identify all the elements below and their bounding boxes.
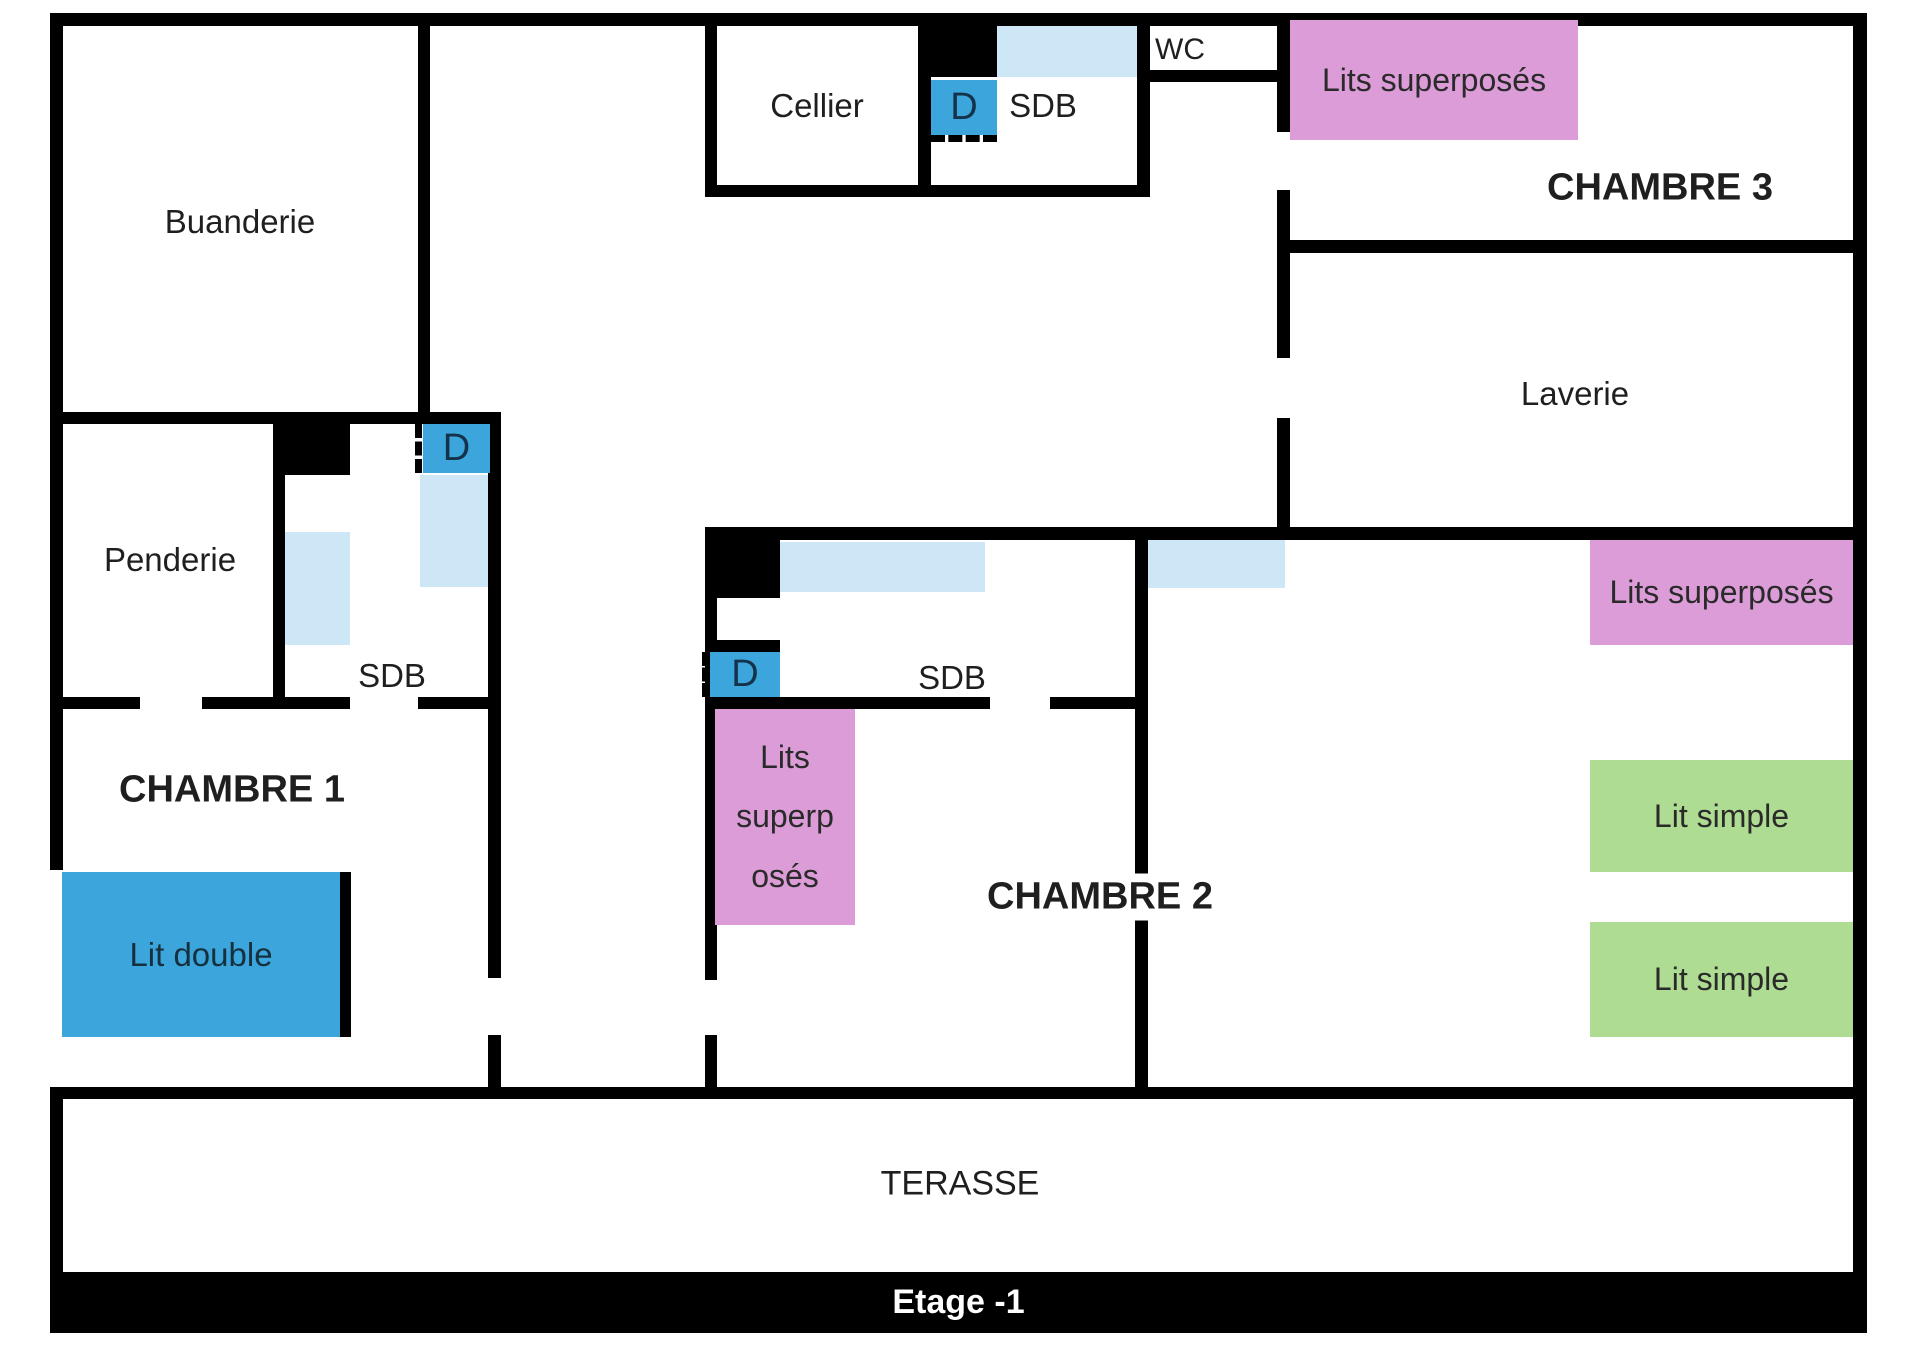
room-label-chambre3: CHAMBRE 3 (1547, 167, 1773, 210)
wall-buanderie-right (418, 26, 430, 412)
wall-outer-right (1853, 13, 1867, 1272)
window-strip-chambre2 (1148, 540, 1285, 588)
wall-laverie-bottom (705, 527, 1853, 540)
pillar-sdb-center (705, 540, 780, 598)
room-label-chambre2-text: CHAMBRE 2 (987, 875, 1213, 918)
door-d1-label: D (442, 427, 471, 469)
room-label-wc-text: WC (1155, 33, 1205, 66)
wall-d3-stub (712, 640, 780, 652)
room-label-sdb-top: SDB (1009, 87, 1077, 125)
room-label-chambre3-text: CHAMBRE 3 (1547, 166, 1773, 209)
wall-wc-bottom (1150, 70, 1277, 82)
bunk-bed-chambre2-label: Lits superp osés (736, 739, 834, 894)
door-opening-dash-d3 (702, 652, 709, 697)
room-label-cellier: Cellier (770, 87, 864, 125)
door-opening-dash-d1 (415, 424, 422, 473)
room-label-penderie: Penderie (104, 541, 236, 579)
wall-sdb-top-bottom (705, 185, 1150, 197)
double-bed: Lit double (62, 872, 340, 1037)
room-label-sdb-center-text: SDB (918, 659, 986, 696)
wall-sdb-center-bottom-1 (712, 697, 990, 709)
wall-sdb-center-left-stub (705, 1035, 717, 1087)
door-d2: D (931, 80, 997, 135)
door-d3-label: D (731, 653, 759, 695)
window-strip-sdb-top (997, 26, 1137, 77)
bunk-bed-chambre3: Lits superposés (1290, 20, 1578, 140)
room-label-penderie-text: Penderie (103, 541, 237, 578)
room-label-chambre1-text: CHAMBRE 1 (119, 768, 345, 811)
wall-wc-right (1277, 26, 1290, 132)
room-label-sdb-center: SDB (918, 659, 986, 697)
pillar-cellier (918, 26, 997, 77)
door-d3: D (710, 652, 780, 697)
room-label-cellier-text: Cellier (770, 87, 864, 124)
room-label-buanderie: Buanderie (165, 203, 315, 241)
bunk-bed-chambre2: Lits superp osés (715, 709, 855, 925)
pillar-penderie (273, 424, 350, 475)
wall-buanderie-bottom (63, 412, 501, 424)
wall-cellier-left (705, 26, 717, 197)
single-bed-1-label: Lit simple (1653, 797, 1790, 834)
shower-strip-below-d1 (420, 475, 488, 587)
wall-sdb-left-bottom-3 (418, 697, 501, 709)
room-label-sdb-left-text: SDB (358, 657, 426, 694)
bunk-bed-right-room-label: Lits superposés (1609, 574, 1834, 610)
wall-chambre3-bottom (1290, 240, 1853, 253)
room-label-sdb-left: SDB (358, 657, 426, 695)
wall-sdb-left-bottom-1 (63, 697, 140, 709)
single-bed-2: Lit simple (1590, 922, 1853, 1037)
single-bed-1: Lit simple (1590, 760, 1853, 872)
room-label-buanderie-text: Buanderie (164, 203, 316, 240)
door-d1: D (423, 424, 490, 473)
room-label-wc: WC (1155, 33, 1205, 67)
bunk-bed-chambre3-label: Lits superposés (1321, 61, 1547, 98)
single-bed-2-label: Lit simple (1653, 961, 1790, 997)
wall-central-upper (488, 412, 501, 978)
bunk-bed-right-room: Lits superposés (1590, 540, 1853, 645)
wall-divider-right-mid (1277, 190, 1290, 358)
room-label-laverie-text: Laverie (1520, 375, 1630, 412)
room-label-chambre1: CHAMBRE 1 (119, 769, 345, 812)
wall-divider-right-low (1277, 418, 1290, 537)
door-opening-dash-d2 (931, 135, 997, 142)
wall-terrace-top (50, 1087, 1867, 1099)
door-d2-label: D (950, 86, 978, 128)
wall-central-stub (488, 1035, 501, 1087)
wall-sdb-left-bottom-2 (202, 697, 350, 709)
wall-penderie-right (273, 424, 285, 697)
wall-outer-left-upper (50, 13, 63, 870)
floor-title-bar: Etage -1 (50, 1272, 1867, 1333)
wall-sdb-center-bottom-2 (1050, 697, 1135, 709)
double-bed-label: Lit double (129, 935, 273, 973)
room-label-chambre2: CHAMBRE 2 (977, 873, 1223, 921)
room-label-laverie: Laverie (1521, 375, 1629, 413)
room-label-terasse-text: TERASSE (880, 1164, 1040, 1203)
room-label-sdb-top-text: SDB (1009, 87, 1077, 124)
room-label-terasse: TERASSE (881, 1165, 1040, 1204)
wall-outer-left-lower (50, 1087, 63, 1272)
wall-outer-top (50, 13, 1867, 26)
wall-chambre2-left (1135, 540, 1148, 1087)
double-bed-headboard (340, 872, 351, 1037)
wall-sdb-top-right (1137, 26, 1150, 197)
shower-strip-penderie (285, 532, 350, 645)
floor-title: Etage -1 (892, 1283, 1025, 1321)
window-strip-sdb-center (780, 542, 985, 592)
